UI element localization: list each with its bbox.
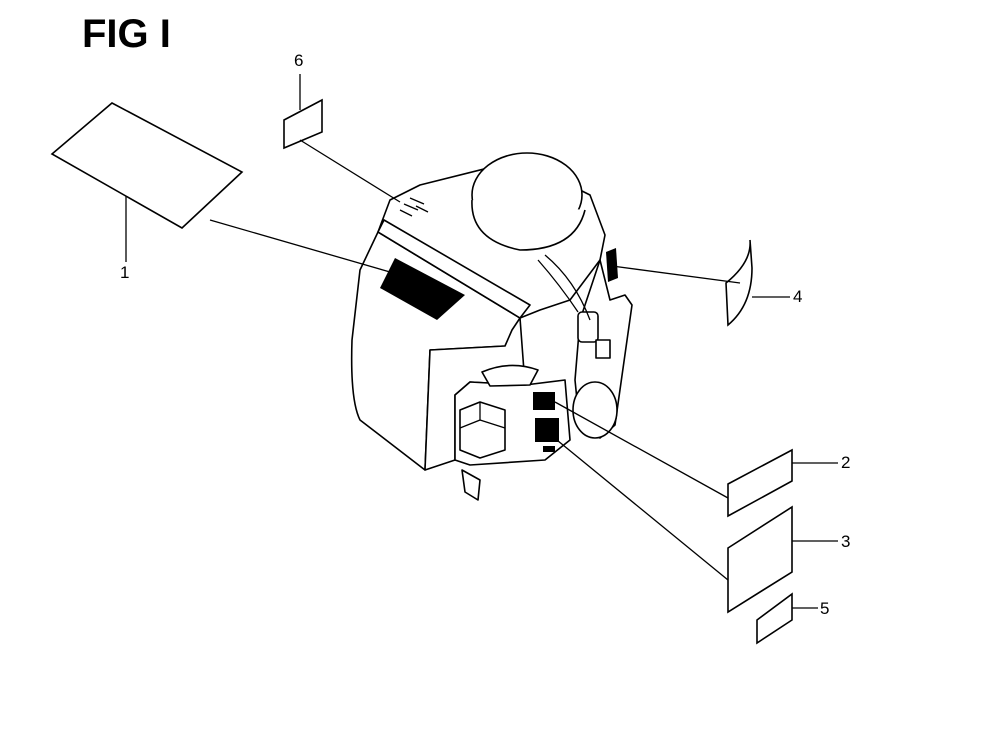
side-knob — [577, 311, 599, 343]
shroud-vents — [399, 197, 429, 217]
callout-1: 1 — [120, 263, 130, 282]
label-part-3 — [727, 505, 793, 614]
filter-box-edge-2 — [479, 419, 506, 429]
dipstick-tube — [544, 254, 591, 321]
label-part-1 — [50, 102, 244, 229]
label-part-6 — [283, 98, 323, 150]
callout-2: 2 — [841, 453, 851, 472]
side-decal — [606, 248, 618, 282]
side-knob-2 — [595, 339, 611, 359]
oil-cap — [481, 364, 539, 387]
label-part-2 — [727, 448, 793, 518]
air-filter-body — [471, 199, 586, 251]
leader-line-3-engine — [551, 435, 729, 581]
crank-shaft — [461, 469, 481, 501]
leader-line-2-engine — [554, 401, 729, 499]
label-part-5 — [756, 592, 793, 645]
housing-decal — [380, 258, 465, 320]
callout-5: 5 — [820, 599, 830, 618]
filter-box — [459, 401, 506, 459]
lower-decal-upper — [533, 392, 555, 410]
leader-line-1-engine — [209, 219, 391, 273]
dipstick-tube-2 — [537, 259, 579, 313]
figure-title: FIG I — [82, 12, 171, 56]
engine-illustration — [350, 152, 633, 501]
lower-decal-small — [543, 446, 555, 452]
leader-line-6-engine — [299, 139, 401, 203]
callout-6: 6 — [294, 51, 304, 70]
side-cylinder — [572, 381, 618, 439]
callout-3: 3 — [841, 532, 851, 551]
shroud-lip — [377, 219, 531, 319]
callout-4: 4 — [793, 287, 803, 306]
leader-line-4-engine — [611, 265, 741, 284]
